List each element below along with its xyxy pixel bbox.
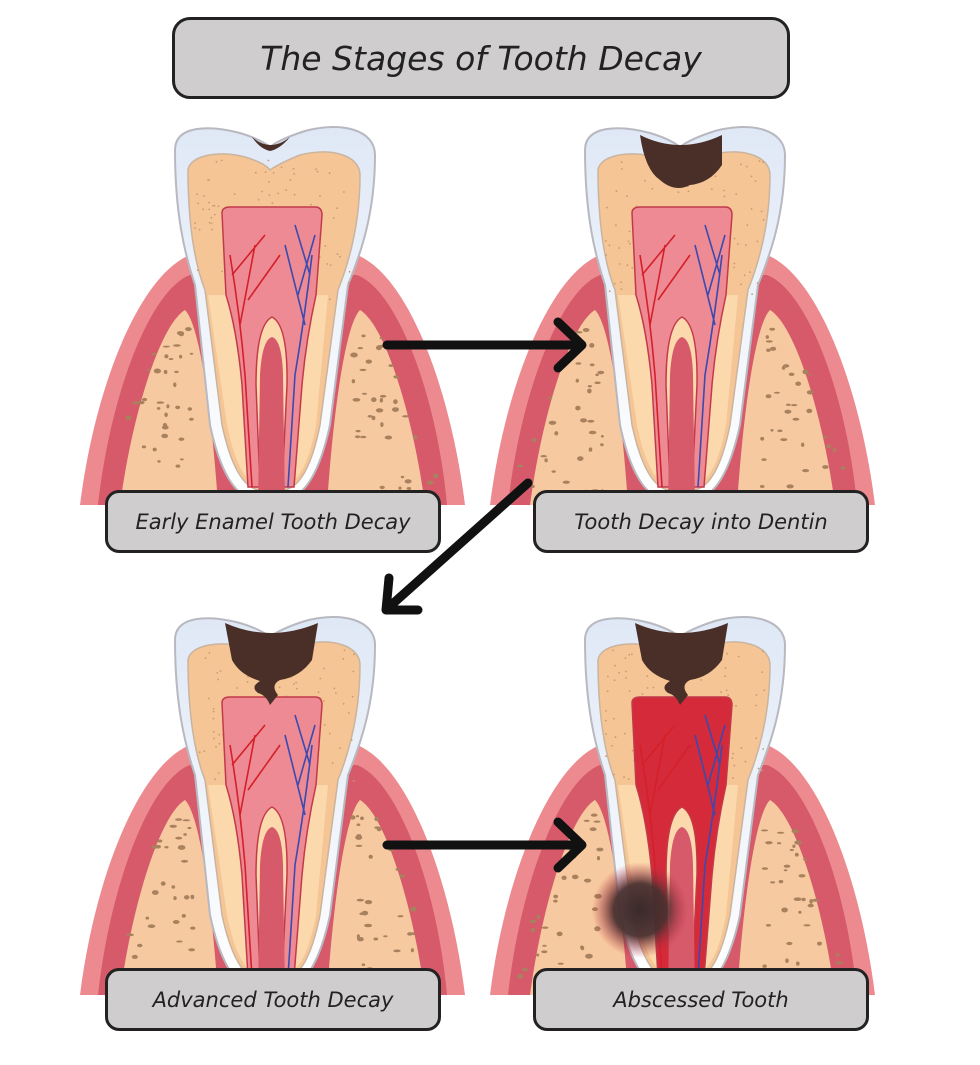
interradicular-gap (258, 827, 285, 995)
stage-label-box: Tooth Decay into Dentin (533, 490, 869, 553)
decay-cavity (640, 135, 722, 189)
artery (229, 234, 281, 488)
bone-pores (516, 327, 858, 494)
decay-cavity (252, 137, 290, 151)
stage-label-box: Advanced Tooth Decay (105, 968, 441, 1031)
vein (694, 714, 726, 978)
vein (694, 224, 726, 488)
bone-right (737, 800, 835, 995)
abscess (592, 862, 688, 958)
stage-label-early-enamel: Early Enamel Tooth Decay (135, 509, 411, 534)
interradicular-gap (258, 337, 285, 505)
bone-right (327, 310, 425, 505)
vein (284, 714, 316, 978)
tooth-stage-2 (490, 126, 875, 505)
arrow-stage3-to-stage4 (382, 817, 587, 873)
bone-right (737, 310, 835, 505)
artery (639, 724, 691, 978)
bone-left (120, 800, 218, 995)
arrow-stage2-to-stage3 (381, 478, 533, 615)
vein (284, 224, 316, 488)
artery (229, 724, 281, 978)
bone-pores (125, 327, 439, 490)
title-box: The Stages of Tooth Decay (172, 17, 790, 99)
stage-label-abscessed: Abscessed Tooth (613, 987, 789, 1012)
stage-label-advanced: Advanced Tooth Decay (152, 987, 394, 1012)
stage-label-box: Early Enamel Tooth Decay (105, 490, 441, 553)
bone-right (327, 800, 425, 995)
page-title: The Stages of Tooth Decay (260, 38, 702, 78)
tooth-stage-4 (490, 616, 875, 995)
stage-label-dentin: Tooth Decay into Dentin (574, 509, 828, 534)
artery (639, 234, 691, 488)
bone-left (530, 800, 628, 995)
decay-cavity (635, 623, 728, 705)
stage-label-box: Abscessed Tooth (533, 968, 869, 1031)
arrow-stage1-to-stage2 (382, 317, 587, 373)
interradicular-gap (668, 337, 695, 505)
tooth-stage-1 (80, 126, 465, 505)
decay-cavity (225, 623, 318, 705)
tooth-stage-3 (80, 616, 465, 995)
